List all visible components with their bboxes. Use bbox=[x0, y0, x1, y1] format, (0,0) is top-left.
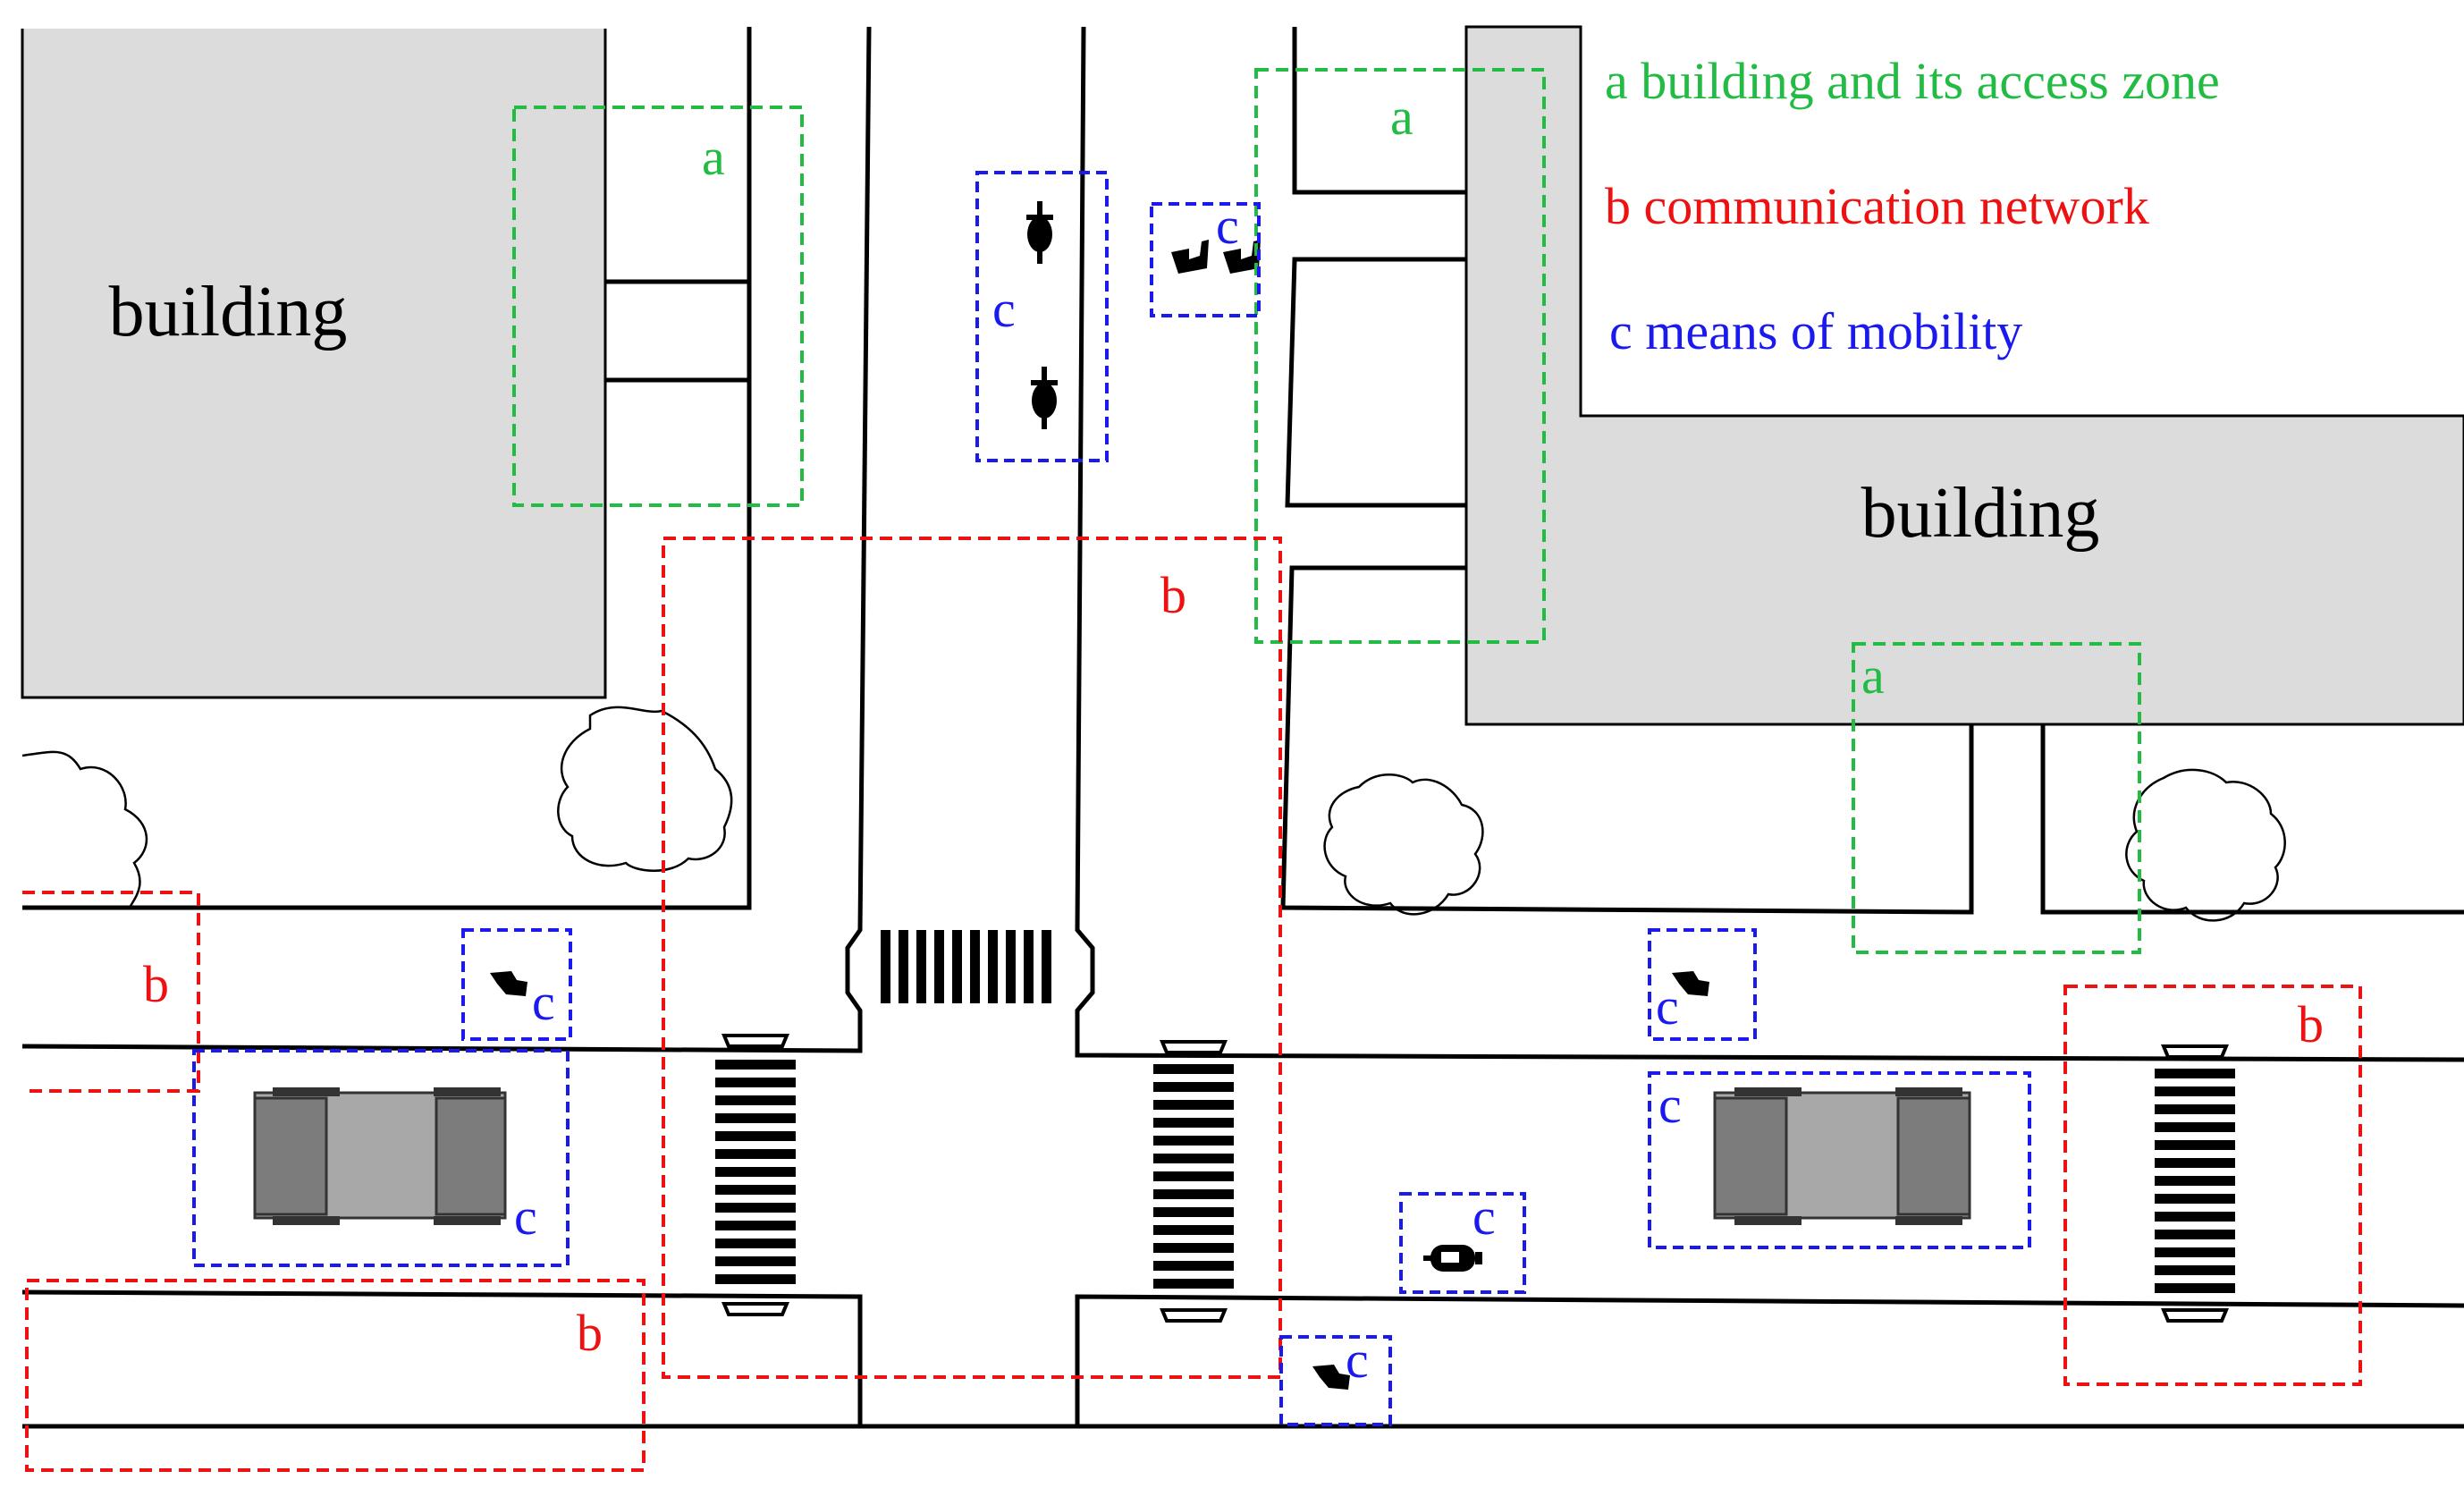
tree-icon bbox=[2125, 768, 2286, 922]
zone-b-box bbox=[2063, 985, 2362, 1386]
tree-icon bbox=[557, 706, 733, 872]
bottom-road-right bbox=[1075, 1294, 2464, 1426]
right-access-top bbox=[1292, 27, 1466, 195]
zone-b-letter: b bbox=[2298, 995, 2324, 1053]
zone-c-letter: c bbox=[1346, 1331, 1369, 1389]
main-street-right-edge bbox=[1075, 26, 2464, 1062]
zone-a-box bbox=[1254, 68, 1546, 644]
pedestrian-icon bbox=[1171, 240, 1261, 274]
zone-c-letter: c bbox=[1656, 977, 1679, 1036]
tree-icon bbox=[1323, 774, 1484, 916]
zone-c-letter: c bbox=[1472, 1188, 1496, 1246]
crosswalk-right bbox=[2155, 1044, 2235, 1323]
right-building-label: building bbox=[1861, 474, 2100, 553]
zone-c-box bbox=[1648, 1071, 2031, 1249]
zone-c-letter: c bbox=[514, 1188, 537, 1246]
zone-c-letter: c bbox=[1216, 197, 1239, 255]
zone-a-letter: a bbox=[702, 128, 725, 186]
right-building-shape bbox=[1464, 25, 2464, 726]
crosswalk-middle bbox=[1153, 1040, 1234, 1323]
zone-b-box bbox=[22, 891, 200, 1093]
left-building: building bbox=[0, 0, 608, 699]
zone-c-box bbox=[1279, 1335, 1392, 1426]
zone-b-letter: b bbox=[1160, 566, 1186, 624]
scooter-icon bbox=[1672, 971, 1709, 996]
zone-b-letter: b bbox=[143, 955, 169, 1013]
right-sidewalk-edge-2 bbox=[2040, 724, 2464, 915]
crosswalk-left bbox=[715, 1034, 796, 1316]
zone-c-letter: c bbox=[992, 280, 1016, 338]
zone-c-letter: c bbox=[532, 973, 555, 1031]
bicycle-icon bbox=[1423, 1245, 1482, 1272]
zone-c-box bbox=[461, 928, 572, 1041]
bicycle-icon bbox=[1026, 201, 1053, 264]
bicycle-icon bbox=[1031, 367, 1058, 429]
car-icon bbox=[1713, 1087, 1971, 1225]
zone-a-box bbox=[1852, 642, 2141, 954]
zone-c-box bbox=[975, 171, 1109, 462]
main-street-left-edge bbox=[21, 26, 872, 1053]
zone-c-box bbox=[192, 1049, 570, 1267]
right-sidewalk-edge bbox=[1280, 565, 1974, 915]
scooter-icon bbox=[490, 971, 527, 996]
legend-item-b: b communication network bbox=[1605, 177, 2149, 235]
legend: a building and its access zone b communi… bbox=[1605, 52, 2220, 360]
left-sidewalk-edge bbox=[22, 27, 752, 910]
tree-icon bbox=[21, 750, 148, 909]
legend-item-c: c means of mobility bbox=[1609, 302, 2022, 360]
car-icon bbox=[253, 1087, 507, 1225]
zone-a-box bbox=[512, 106, 804, 507]
road-network bbox=[21, 26, 2464, 1429]
bottom-road-left bbox=[21, 1289, 863, 1426]
zone-c-box bbox=[1399, 1192, 1526, 1294]
zone-c-letter: c bbox=[1658, 1076, 1682, 1134]
right-access-middle bbox=[1285, 257, 1466, 508]
zone-c-box bbox=[1648, 928, 1757, 1041]
left-building-shape bbox=[21, 25, 607, 699]
scooter-icon bbox=[1312, 1365, 1350, 1390]
zone-a-letter: a bbox=[1861, 647, 1885, 705]
zone-a-letter: a bbox=[1390, 88, 1413, 146]
crosswalk-horizontal bbox=[881, 930, 1051, 1003]
zone-b-box bbox=[25, 1279, 646, 1472]
zone-b-letter: b bbox=[577, 1304, 603, 1362]
legend-item-a: a building and its access zone bbox=[1605, 52, 2220, 110]
right-building: building bbox=[1464, 25, 2464, 726]
zone-c-box bbox=[1150, 202, 1261, 317]
left-building-label: building bbox=[109, 273, 348, 351]
